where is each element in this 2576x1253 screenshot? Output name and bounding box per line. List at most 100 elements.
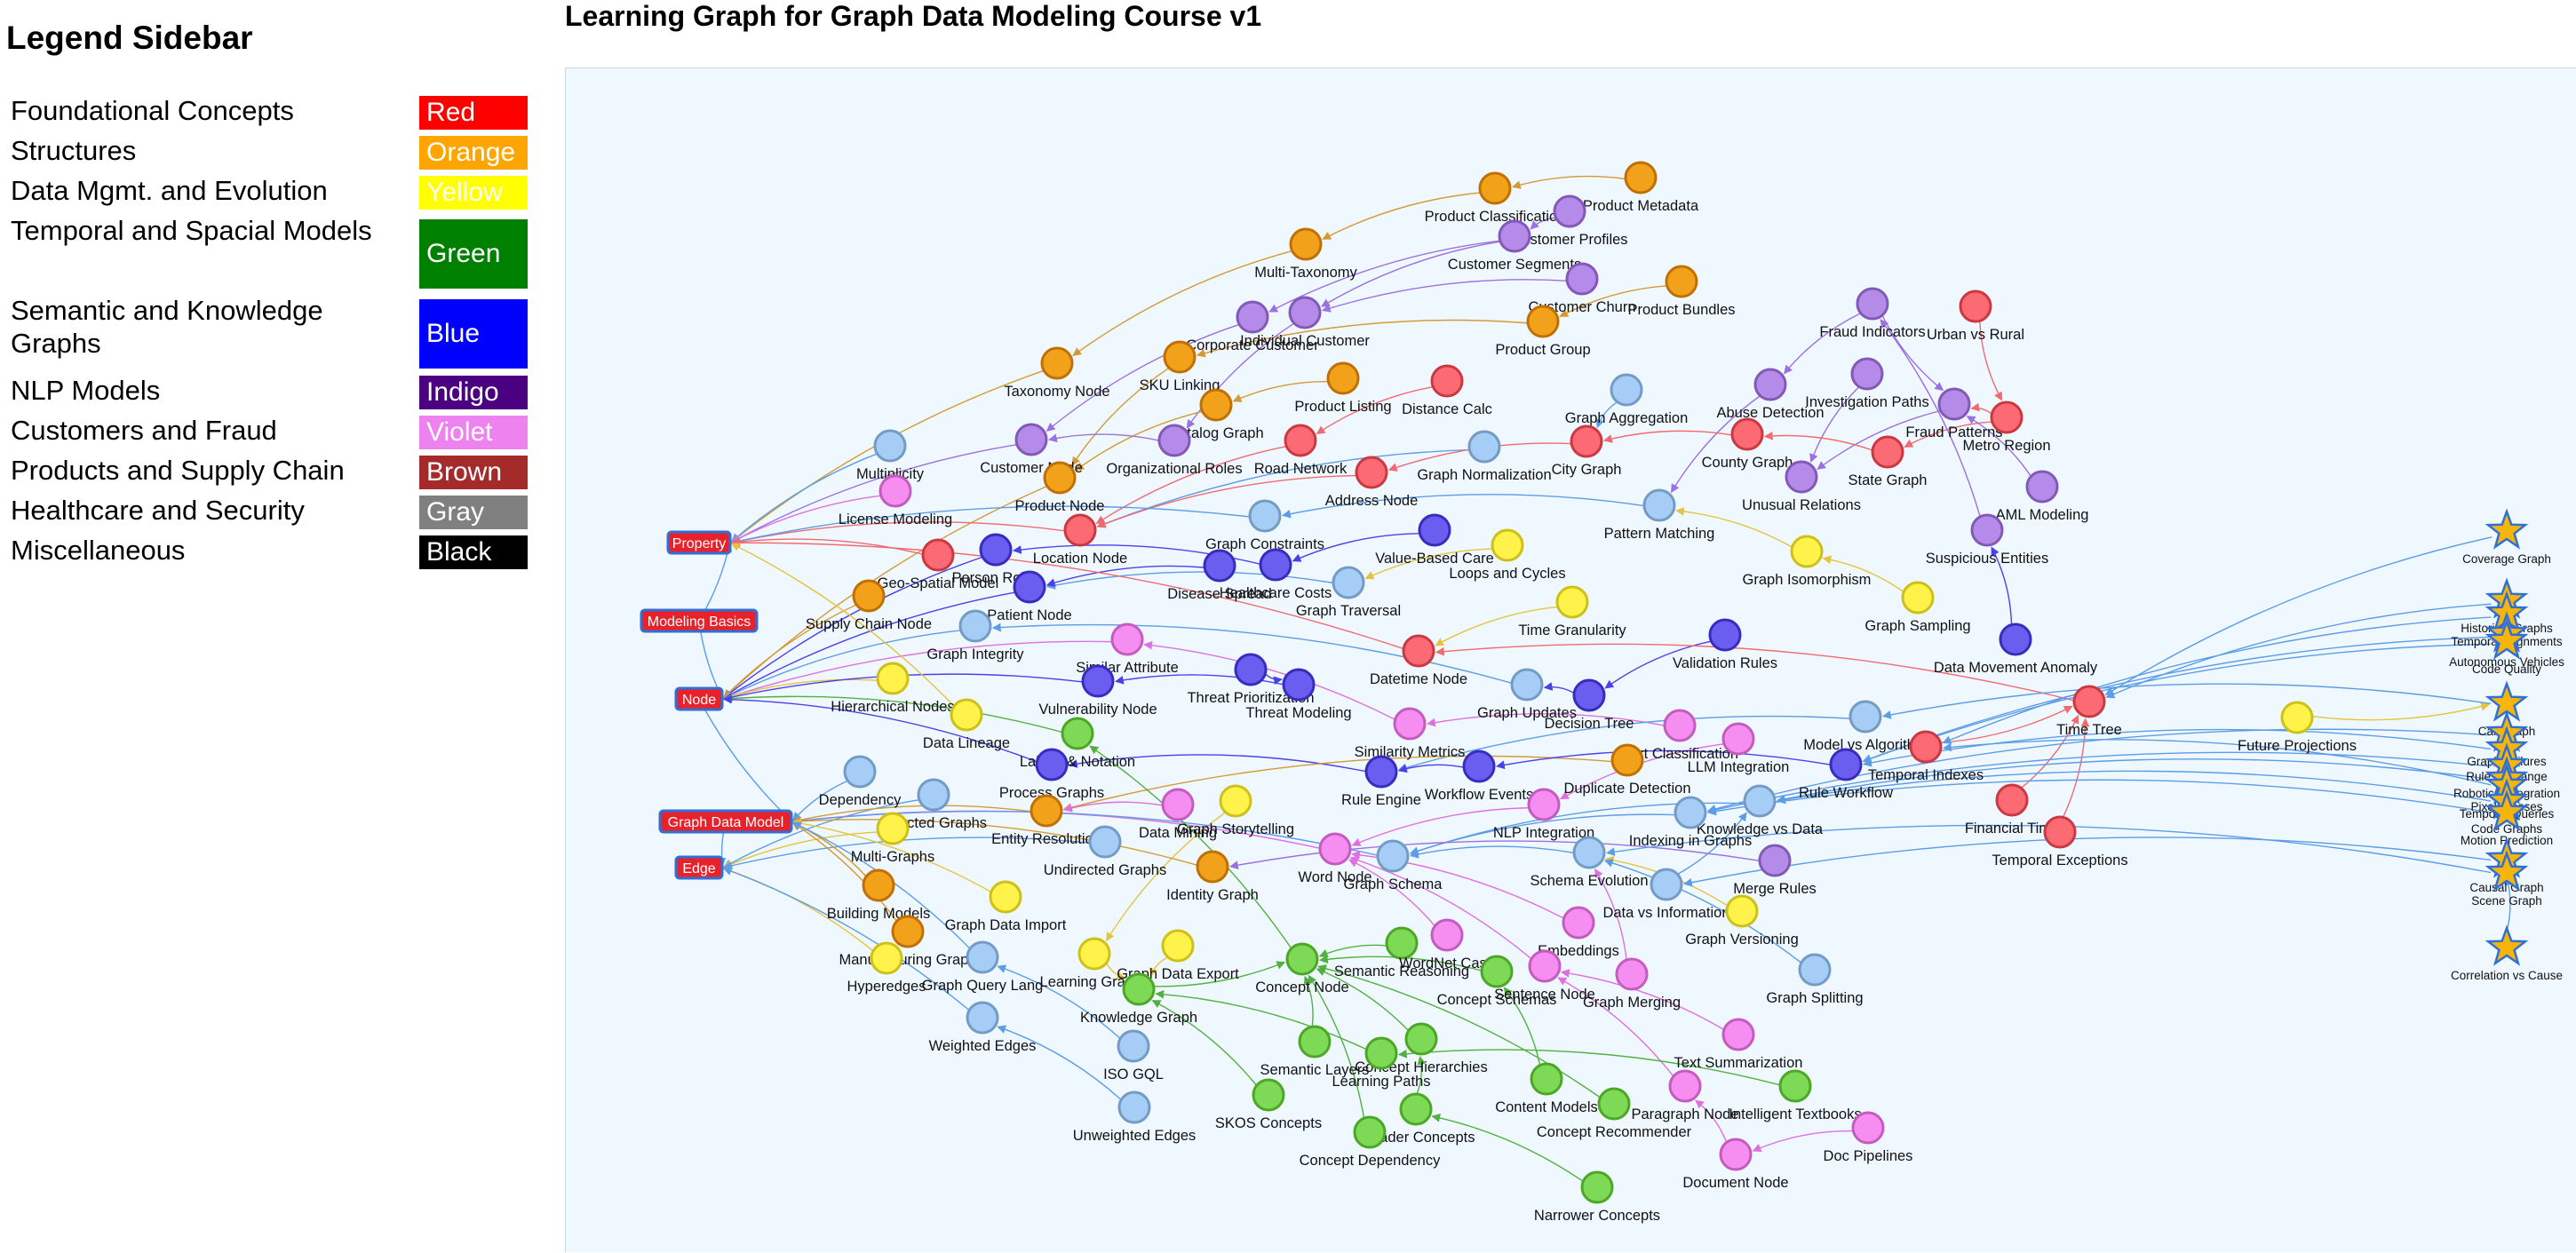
graph-node-aml-modeling[interactable]: AML Modeling — [1996, 470, 2089, 523]
graph-node-knowledge-vs-data[interactable]: Knowledge vs Data — [1697, 784, 1824, 837]
graph-node-paragraph-node[interactable]: Paragraph Node — [1631, 1069, 1739, 1122]
graph-node-narrower-concepts[interactable]: Narrower Concepts — [1534, 1170, 1660, 1224]
graph-node-product-metadata[interactable]: Product Metadata — [1583, 161, 1699, 214]
node-circle[interactable] — [1624, 161, 1658, 194]
node-circle[interactable] — [1562, 906, 1595, 940]
box-node-rect[interactable] — [674, 855, 724, 880]
node-circle[interactable] — [1393, 707, 1427, 741]
graph-node-wordnet-case[interactable]: WordNet Case — [1399, 918, 1495, 971]
graph-node-decision-tree[interactable]: Decision Tree — [1545, 678, 1634, 732]
box-node-property[interactable]: Property — [666, 530, 732, 555]
graph-node-product-bundles[interactable]: Product Bundles — [1627, 265, 1736, 318]
node-circle[interactable] — [1615, 957, 1649, 991]
star-node-correlation-vs-cause[interactable]: Correlation vs Cause — [2451, 924, 2563, 982]
graph-node-doc-pipelines[interactable]: Doc Pipelines — [1824, 1111, 1913, 1164]
node-circle[interactable] — [2280, 701, 2314, 734]
node-circle[interactable] — [1570, 424, 1603, 458]
node-circle[interactable] — [1668, 1069, 1702, 1103]
node-circle[interactable] — [1196, 850, 1229, 884]
graph-node-license-modeling[interactable]: License Modeling — [839, 474, 952, 527]
node-circle[interactable] — [1856, 287, 1889, 321]
graph-node-similarity-metrics[interactable]: Similarity Metrics — [1355, 707, 1466, 760]
node-circle[interactable] — [1719, 1138, 1753, 1171]
graph-node-value-based-care[interactable]: Value-Based Care — [1375, 513, 1494, 567]
graph-node-duplicate-detection[interactable]: Duplicate Detection — [1563, 743, 1691, 797]
graph-node-time-tree[interactable]: Time Tree — [2056, 685, 2122, 738]
node-circle[interactable] — [1597, 1087, 1631, 1121]
node-circle[interactable] — [1674, 796, 1707, 829]
node-circle[interactable] — [1743, 784, 1777, 818]
graph-node-unusual-relations[interactable]: Unusual Relations — [1742, 460, 1861, 513]
graph-node-catalog-graph[interactable]: Catalog Graph — [1168, 388, 1264, 441]
graph-node-graph-splitting[interactable]: Graph Splitting — [1766, 953, 1864, 1006]
node-circle[interactable] — [876, 812, 910, 845]
node-circle[interactable] — [1753, 368, 1787, 401]
graph-node-urban-vs-rural[interactable]: Urban vs Rural — [1927, 289, 2024, 343]
node-circle[interactable] — [1161, 788, 1195, 821]
graph-node-graph-query-lang[interactable]: Graph Query Lang — [922, 940, 1044, 994]
graph-node-metro-region[interactable]: Metro Region — [1962, 400, 2051, 454]
graph-node-skos-concepts[interactable]: SKOS Concepts — [1215, 1078, 1322, 1131]
node-circle[interactable] — [1572, 836, 1606, 869]
graph-node-suspicious-entities[interactable]: Suspicious Entities — [1926, 513, 2049, 567]
node-circle[interactable] — [1790, 535, 1824, 568]
graph-node-vulnerability-node[interactable]: Vulnerability Node — [1038, 664, 1157, 718]
node-circle[interactable] — [1721, 722, 1755, 756]
node-circle[interactable] — [1510, 668, 1544, 702]
graph-node-threat-prioritization[interactable]: Threat Prioritization — [1187, 653, 1315, 706]
node-circle[interactable] — [891, 915, 925, 948]
graph-node-learning-paths[interactable]: Learning Paths — [1332, 1036, 1431, 1090]
node-circle[interactable] — [917, 778, 950, 812]
graph-node-word-node[interactable]: Word Node — [1298, 832, 1372, 885]
node-circle[interactable] — [1376, 839, 1410, 873]
node-circle[interactable] — [1526, 305, 1560, 338]
node-circle[interactable] — [1851, 1111, 1885, 1145]
node-circle[interactable] — [1161, 929, 1195, 963]
node-circle[interactable] — [1798, 953, 1832, 987]
node-circle[interactable] — [1077, 937, 1111, 971]
node-circle[interactable] — [2043, 815, 2077, 849]
graph-node-schema-evolution[interactable]: Schema Evolution — [1530, 836, 1649, 889]
graph-node-disease-spread[interactable]: Disease Spread — [1167, 549, 1272, 602]
box-node-modeling[interactable]: Modeling Basics — [640, 608, 759, 633]
star-node-scene-graph[interactable]: Scene Graph — [2471, 850, 2542, 908]
graph-node-data-vs-information[interactable]: Data vs Information — [1602, 868, 1730, 921]
graph-node-financial-time[interactable]: Financial Time — [1965, 783, 2059, 837]
graph-node-graph-merging[interactable]: Graph Merging — [1583, 957, 1681, 1011]
node-circle[interactable] — [1829, 748, 1863, 781]
box-node-rect[interactable] — [658, 809, 793, 834]
graph-node-graph-versioning[interactable]: Graph Versioning — [1685, 894, 1799, 948]
graph-node-unweighted-edges[interactable]: Unweighted Edges — [1073, 1090, 1197, 1144]
graph-node-concept-dependency[interactable]: Concept Dependency — [1300, 1115, 1441, 1169]
graph-node-state-graph[interactable]: State Graph — [1849, 435, 1928, 488]
node-circle[interactable] — [1430, 364, 1464, 398]
node-circle[interactable] — [873, 429, 907, 463]
graph-node-pattern-matching[interactable]: Pattern Matching — [1604, 488, 1715, 542]
node-circle[interactable] — [1402, 634, 1435, 668]
graph-node-dependency[interactable]: Dependency — [819, 755, 902, 808]
node-circle[interactable] — [870, 941, 903, 975]
graph-node-concept-node[interactable]: Concept Node — [1255, 942, 1349, 995]
graph-node-sentence-node[interactable]: Sentence Node — [1494, 949, 1595, 1003]
graph-node-knowledge-graph[interactable]: Knowledge Graph — [1080, 972, 1197, 1026]
graph-node-embeddings[interactable]: Embeddings — [1538, 906, 1619, 959]
node-circle[interactable] — [1203, 549, 1236, 583]
node-circle[interactable] — [1110, 623, 1144, 656]
graph-node-graph-constraints[interactable]: Graph Constraints — [1205, 499, 1324, 552]
node-circle[interactable] — [1063, 513, 1097, 547]
node-circle[interactable] — [1959, 289, 1992, 323]
graph-node-semantic-layers[interactable]: Semantic Layers — [1260, 1025, 1370, 1078]
node-circle[interactable] — [1234, 653, 1268, 686]
graph-node-supply-chain-node[interactable]: Supply Chain Node — [806, 579, 932, 632]
node-circle[interactable] — [852, 579, 886, 613]
node-circle[interactable] — [1013, 570, 1046, 604]
graph-node-content-models[interactable]: Content Models — [1495, 1062, 1598, 1115]
graph-node-individual-customer[interactable]: Individual Customer — [1240, 296, 1370, 349]
node-circle[interactable] — [989, 880, 1022, 914]
node-circle[interactable] — [1970, 513, 2004, 547]
node-circle[interactable] — [1122, 972, 1156, 1006]
node-circle[interactable] — [843, 755, 877, 789]
box-node-rect[interactable] — [666, 530, 732, 555]
node-circle[interactable] — [1014, 423, 1048, 456]
